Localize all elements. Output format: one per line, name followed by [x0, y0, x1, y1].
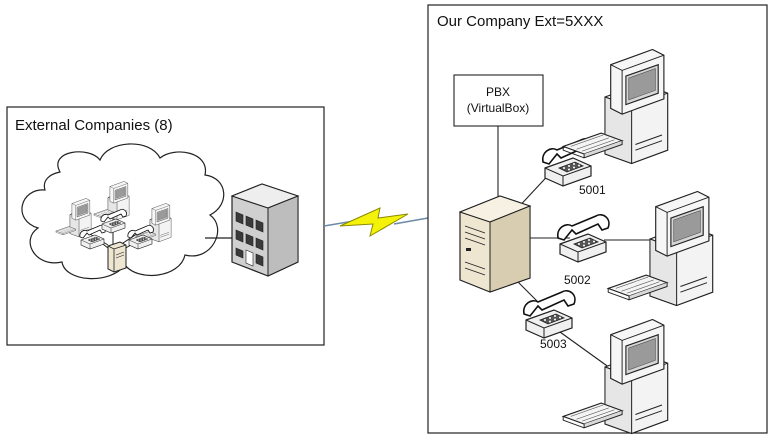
lightning-bolt-icon — [339, 207, 409, 238]
external-companies-box: External Companies (8) — [6, 106, 325, 346]
pbx-server-icon — [458, 195, 532, 293]
wan-link — [323, 207, 429, 238]
pbx-label-box: PBX (VirtualBox) — [453, 74, 544, 127]
external-companies-title: External Companies (8) — [15, 117, 173, 134]
extension-label-5001: 5001 — [579, 183, 606, 197]
extension-label-5003: 5003 — [540, 337, 567, 351]
our-company-title: Our Company Ext=5XXX — [437, 13, 603, 30]
mini-server-icon — [107, 241, 127, 273]
pbx-label: PBX — [486, 85, 510, 99]
extension-label-5002: 5002 — [564, 273, 591, 287]
our-company-box: Our Company Ext=5XXX PBX (VirtualBox) — [427, 4, 768, 435]
office-building-icon — [230, 183, 300, 277]
pbx-sublabel: (VirtualBox) — [467, 101, 529, 115]
cloud-network — [55, 181, 172, 273]
